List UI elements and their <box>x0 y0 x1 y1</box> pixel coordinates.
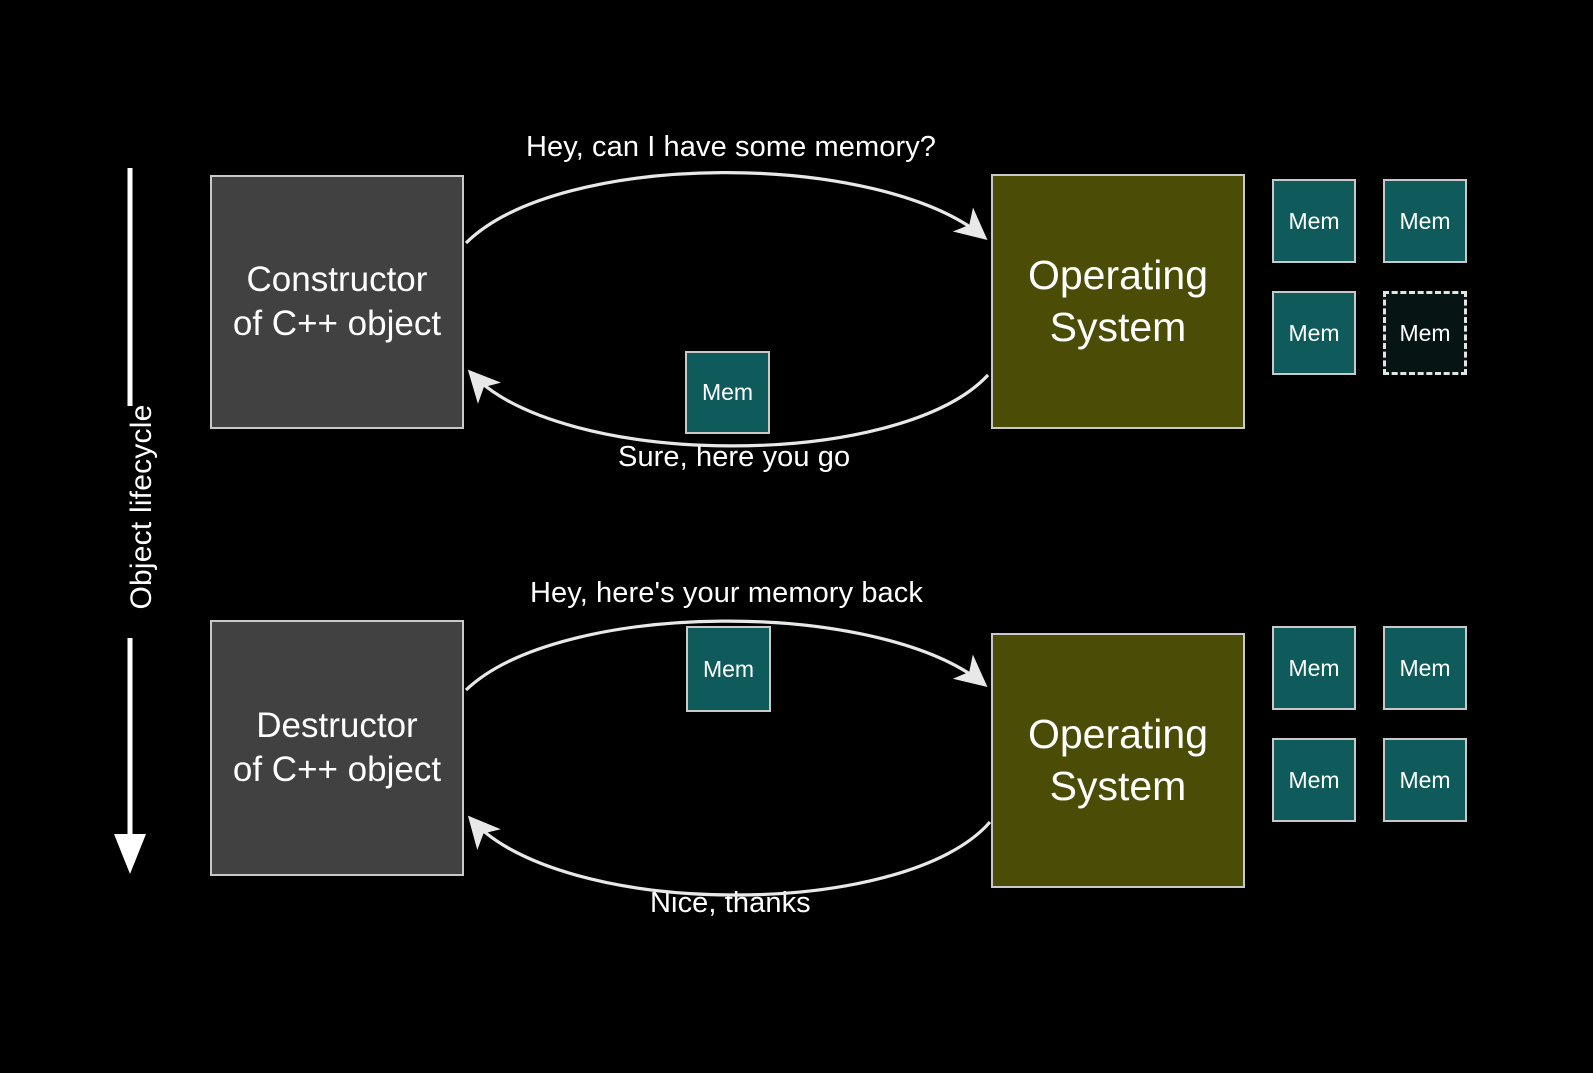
os-bottom-line-2: System <box>1049 762 1187 809</box>
arrow-response-destruction <box>467 815 992 897</box>
memory-block-in-transit-construction[interactable]: Mem <box>685 351 770 434</box>
speech-request-destruction: Hey, here's your memory back <box>530 577 923 609</box>
operating-system-top-text: Operating System <box>1028 250 1208 353</box>
os-top-line-1: Operating <box>1027 251 1209 298</box>
constructor-line-2: of C++ object <box>232 304 442 343</box>
os-bottom-line-1: Operating <box>1027 710 1209 757</box>
speech-response-construction: Sure, here you go <box>618 441 851 473</box>
object-lifecycle-axis: Object lifecycle <box>108 168 168 874</box>
lifecycle-arrow-icon <box>114 168 146 874</box>
operating-system-bottom-text: Operating System <box>1028 709 1208 812</box>
constructor-box-text: Constructor of C++ object <box>233 258 441 346</box>
memory-pool-block-3-bottom[interactable]: Mem <box>1272 738 1356 822</box>
destructor-box-text: Destructor of C++ object <box>233 704 441 792</box>
speech-response-destruction: Nice, thanks <box>650 887 811 919</box>
memory-pool-block-4-bottom[interactable]: Mem <box>1383 738 1467 822</box>
memory-pool-block-2-top[interactable]: Mem <box>1383 179 1467 263</box>
destructor-line-2: of C++ object <box>232 750 442 789</box>
memory-pool-block-1-bottom[interactable]: Mem <box>1272 626 1356 710</box>
operating-system-box-top[interactable]: Operating System <box>991 174 1245 429</box>
memory-pool-block-4-top-empty[interactable]: Mem <box>1383 291 1467 375</box>
memory-pool-block-2-bottom[interactable]: Mem <box>1383 626 1467 710</box>
memory-pool-block-1-top[interactable]: Mem <box>1272 179 1356 263</box>
object-lifecycle-label: Object lifecycle <box>125 404 158 610</box>
destructor-box[interactable]: Destructor of C++ object <box>210 620 464 876</box>
os-top-line-2: System <box>1049 303 1187 350</box>
operating-system-box-bottom[interactable]: Operating System <box>991 633 1245 888</box>
memory-block-in-transit-destruction[interactable]: Mem <box>686 626 771 712</box>
constructor-line-1: Constructor <box>246 259 428 299</box>
speech-request-construction: Hey, can I have some memory? <box>526 131 937 163</box>
arrow-request-construction <box>464 171 988 245</box>
destructor-line-1: Destructor <box>256 705 418 745</box>
constructor-box[interactable]: Constructor of C++ object <box>210 175 464 429</box>
memory-pool-block-3-top[interactable]: Mem <box>1272 291 1356 375</box>
